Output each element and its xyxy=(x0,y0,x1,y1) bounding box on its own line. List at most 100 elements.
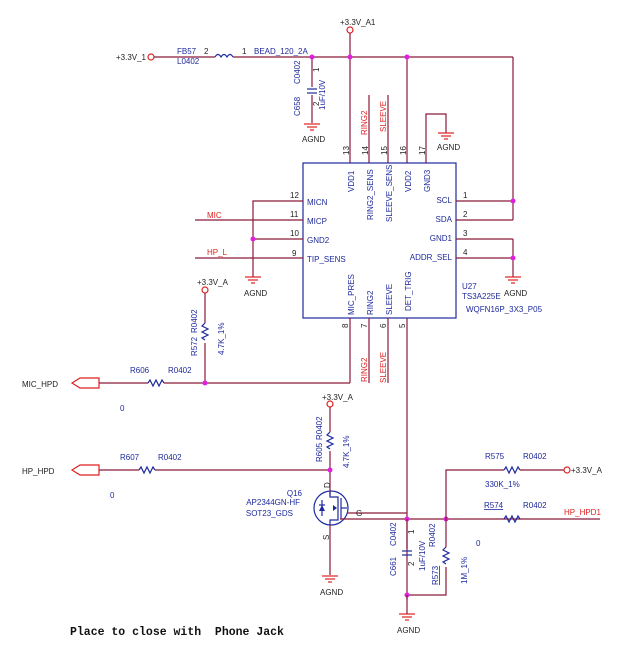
c658-value: 1uF/10V xyxy=(318,79,327,110)
pin-number: 13 xyxy=(342,146,351,155)
u27-bottom-pin-names: MIC_PRES RING2 SLEEVE DET_TRIG 8 7 6 5 xyxy=(341,271,413,328)
c658-ref: C658 xyxy=(293,96,302,116)
pin-number: 16 xyxy=(399,146,408,155)
pin-number: 1 xyxy=(463,191,468,200)
junction-dot xyxy=(327,467,333,473)
power-label: +3.3V_A xyxy=(322,393,354,402)
pin-name: GND2 xyxy=(307,236,330,245)
pin-name: VDD1 xyxy=(347,170,356,192)
u27-left-pins: MICN MICP GND2 TIP_SENS 12 11 10 9 xyxy=(290,191,346,264)
power-label: +3.3V_1 xyxy=(116,53,147,62)
port-mic-hpd: MIC_HPD xyxy=(22,377,100,389)
q16-ref: Q16 xyxy=(287,489,303,498)
r575-value: 330K_1% xyxy=(485,480,520,489)
c661-footprint: C0402 xyxy=(389,522,398,546)
ground-symbol: AGND xyxy=(320,575,343,597)
ferrite-bead-fb57: FB57 L0402 2 1 BEAD_120_2A xyxy=(177,47,308,66)
r606-ref: R606 xyxy=(130,366,150,375)
pin-number: 3 xyxy=(463,229,468,238)
r574-value: 0 xyxy=(476,539,481,548)
pin-name: ADDR_SEL xyxy=(410,253,453,262)
pin-name: GND1 xyxy=(430,234,453,243)
placement-note: Place to close with Phone Jack xyxy=(70,626,284,639)
resistor-r573 xyxy=(441,546,451,565)
u27-top-pin-names: VDD1 RING2_SENS SLEEVE_SENS VDD2 GND3 xyxy=(347,165,432,222)
u27-package: WQFN16P_3X3_P05 xyxy=(466,305,543,314)
ground-label: AGND xyxy=(244,289,267,298)
pin-number: 6 xyxy=(379,323,388,328)
q16-package: SOT23_GDS xyxy=(246,509,293,518)
resistor-r605 xyxy=(325,431,335,450)
ground-label: AGND xyxy=(397,626,420,635)
c658-pin1: 1 xyxy=(312,67,321,72)
ground-symbol: AGND xyxy=(244,276,267,298)
pin-number: 12 xyxy=(290,191,299,200)
pin-name: VDD2 xyxy=(404,170,413,192)
q16-drain-label: D xyxy=(323,482,332,488)
r573-ref: R573 xyxy=(431,565,440,585)
q16-source-label: S xyxy=(322,535,331,540)
power-port-3v3-a-r575: +3.3V_A xyxy=(563,466,603,475)
pin-name: SLEEVE xyxy=(385,284,394,315)
pin-number: 14 xyxy=(361,146,370,155)
ground-label: AGND xyxy=(437,143,460,152)
r607-footprint: R0402 xyxy=(158,453,182,462)
net-label-ring2: RING2 xyxy=(360,357,369,382)
ground-symbol: AGND xyxy=(397,613,420,635)
u27-top-pin-numbers: 13 14 15 16 17 xyxy=(342,146,427,155)
pin-name: RING2 xyxy=(366,290,375,315)
ground-label: AGND xyxy=(302,135,325,144)
pin-name: RING2_SENS xyxy=(366,169,375,220)
r575-ref: R575 xyxy=(485,452,505,461)
power-port-3v3-a1: +3.3V_A1 xyxy=(340,18,376,34)
u27-body xyxy=(302,162,457,319)
q16-part: AP2344GN-HF xyxy=(246,498,300,507)
mosfet-q16: D G S Q16 AP2344GN-HF SOT23_GDS xyxy=(246,482,407,575)
net-label-sleeve: SLEEVE xyxy=(379,101,388,132)
c661-pin1: 1 xyxy=(407,529,416,534)
pin-number: 11 xyxy=(290,210,299,219)
junction-dot xyxy=(202,380,208,386)
ground-symbol: AGND xyxy=(504,276,527,298)
junction-dot xyxy=(510,198,516,204)
pin-name: MIC_PRES xyxy=(347,274,356,315)
junction-dot xyxy=(250,236,256,242)
power-port-3v3-a-r572: +3.3V_A xyxy=(197,278,229,294)
r605-value: 4.7K_1% xyxy=(342,436,351,468)
pin-name: SDA xyxy=(436,215,453,224)
r607-ref: R607 xyxy=(120,453,140,462)
u27-designators: U27 TS3A225E WQFN16P_3X3_P05 xyxy=(462,282,543,314)
fb57-value: BEAD_120_2A xyxy=(254,47,308,56)
port-label: HP_HPD xyxy=(22,467,55,476)
fb57-footprint: L0402 xyxy=(177,57,200,66)
c658-footprint: C0402 xyxy=(293,60,302,84)
capacitor-c658: C0402 C658 1uF/10V 1 2 xyxy=(293,57,327,123)
net-label-sleeve: SLEEVE xyxy=(379,352,388,383)
pin-number: 7 xyxy=(360,323,369,328)
ground-symbol: AGND xyxy=(437,132,460,152)
junction-dot xyxy=(347,54,353,60)
pin-number: 8 xyxy=(341,323,350,328)
pin-name: SLEEVE_SENS xyxy=(385,165,394,222)
r606-value: 0 xyxy=(120,404,125,413)
net-label-hp-l: HP_L xyxy=(207,248,228,257)
pin-name: MICP xyxy=(307,217,327,226)
power-label: +3.3V_A1 xyxy=(340,18,376,27)
junction-dot xyxy=(510,255,516,261)
ground-label: AGND xyxy=(320,588,343,597)
c661-ref: C661 xyxy=(389,556,398,576)
q16-gate-label: G xyxy=(356,509,362,518)
port-hp-hpd: HP_HPD xyxy=(22,464,100,476)
pin-number: 15 xyxy=(380,146,389,155)
ground-symbol: AGND xyxy=(302,123,325,144)
resistor-r607 xyxy=(138,465,156,475)
junction-dot xyxy=(309,54,315,60)
r572-value: 4.7K_1% xyxy=(217,323,226,355)
resistor-r575 xyxy=(503,465,521,475)
port-label: MIC_HPD xyxy=(22,380,58,389)
u27-right-pins: SCL SDA GND1 ADDR_SEL 1 2 3 4 xyxy=(410,191,468,262)
resistor-r574 xyxy=(503,514,521,524)
resistor-r572 xyxy=(200,322,210,341)
fb57-ref: FB57 xyxy=(177,47,197,56)
